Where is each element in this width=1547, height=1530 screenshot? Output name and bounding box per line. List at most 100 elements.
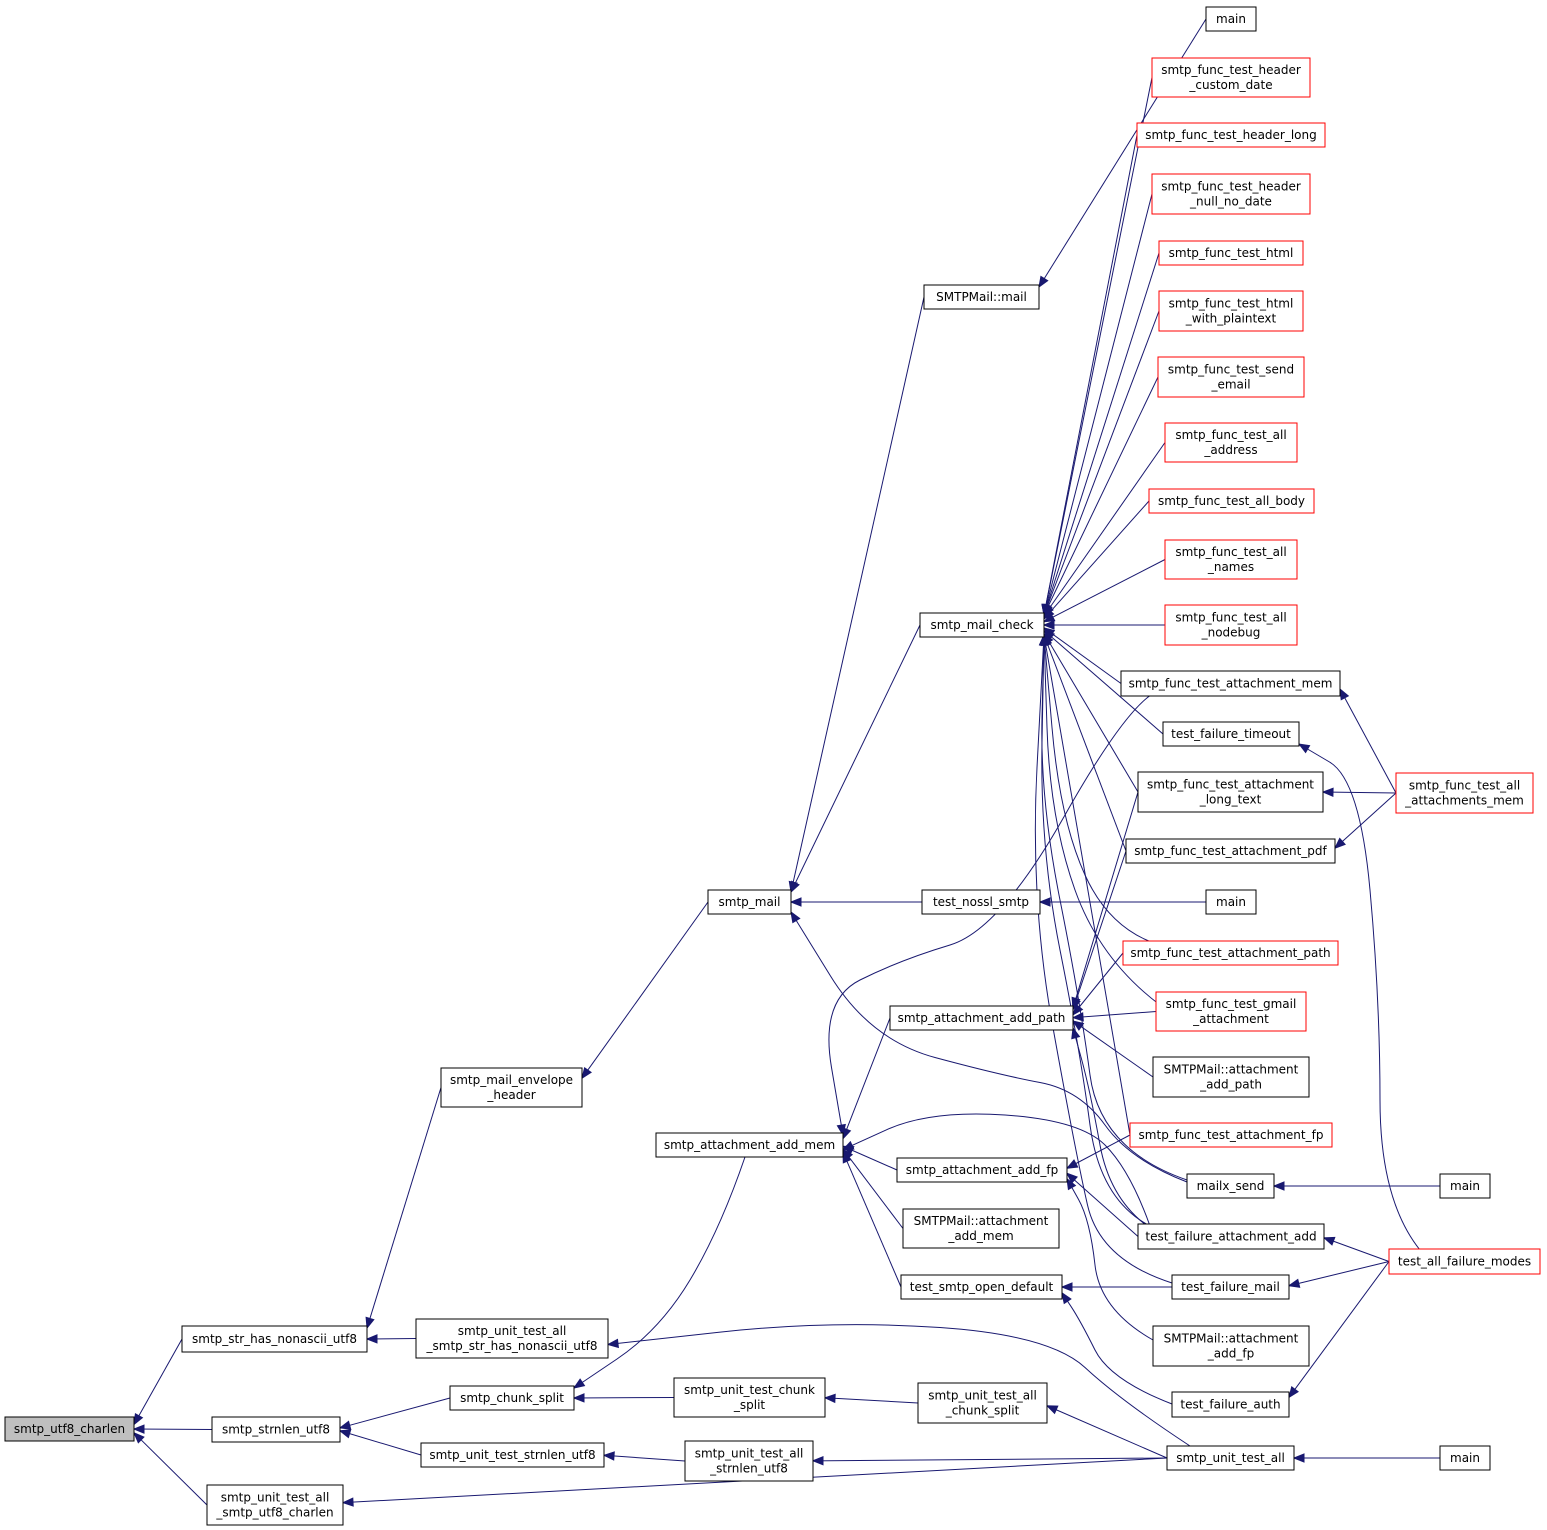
function-node-main2[interactable]: main bbox=[1205, 889, 1257, 915]
edge-n_fail_mail-n_all_fail bbox=[1287, 1261, 1390, 1288]
edge-n_ut_strnlen-n_uta_strnlen bbox=[602, 1451, 686, 1462]
function-node-ut-has[interactable]: smtp_unit_test_all_smtp_str_has_nonascii… bbox=[415, 1318, 609, 1359]
function-node-ut-strnlen[interactable]: smtp_unit_test_strnlen_utf8 bbox=[420, 1442, 605, 1468]
function-node-all-body[interactable]: smtp_func_test_all_body bbox=[1148, 488, 1315, 514]
function-node-cls-add-path[interactable]: SMTPMail::attachment_add_path bbox=[1152, 1056, 1310, 1098]
edge-line bbox=[1072, 1020, 1154, 1078]
edge-line bbox=[1043, 627, 1122, 684]
edge-line bbox=[1322, 791, 1397, 794]
function-node-smtp-mail[interactable]: smtp_mail bbox=[707, 889, 792, 915]
function-node-add-mem[interactable]: smtp_attachment_add_mem bbox=[655, 1132, 844, 1158]
function-node-open-default[interactable]: test_smtp_open_default bbox=[900, 1274, 1063, 1300]
node-label: test_failure_timeout bbox=[1171, 727, 1291, 741]
arrow-head-icon bbox=[1071, 1026, 1081, 1040]
node-box bbox=[1171, 1274, 1290, 1300]
node-label: smtp_func_test_html bbox=[1169, 246, 1294, 260]
function-node-gmail[interactable]: smtp_func_test_gmail_attachment bbox=[1155, 991, 1307, 1032]
function-node-all-names[interactable]: smtp_func_test_all_names bbox=[1164, 539, 1298, 580]
function-node-att-path[interactable]: smtp_func_test_attachment_path bbox=[1122, 940, 1339, 966]
node-label: smtp_mail_envelope bbox=[450, 1073, 573, 1087]
function-node-charlen[interactable]: smtp_utf8_charlen bbox=[4, 1416, 135, 1442]
function-node-cls-add-fp[interactable]: SMTPMail::attachment_add_fp bbox=[1152, 1325, 1310, 1367]
function-node-nossl[interactable]: test_nossl_smtp bbox=[921, 889, 1041, 915]
node-box bbox=[1388, 1248, 1541, 1275]
edge-line bbox=[1043, 559, 1166, 623]
arrow-head-icon bbox=[338, 1429, 352, 1439]
edge-line bbox=[1043, 634, 1127, 852]
node-label: main bbox=[1450, 1179, 1480, 1193]
function-node-hdr-null[interactable]: smtp_func_test_header_null_no_date bbox=[1151, 173, 1311, 215]
node-box bbox=[889, 1005, 1074, 1031]
function-node-html-plain[interactable]: smtp_func_test_html_with_plaintext bbox=[1158, 290, 1304, 332]
arrow-head-icon bbox=[1060, 1282, 1073, 1292]
edge-n_mail_check-n_hdr_custom bbox=[1041, 77, 1153, 617]
arrow-head-icon bbox=[836, 1123, 846, 1137]
edge-line bbox=[366, 1087, 442, 1329]
node-label: _address bbox=[1203, 443, 1257, 457]
arrow-head-icon bbox=[572, 1393, 585, 1403]
node-label: smtp_strnlen_utf8 bbox=[222, 1423, 330, 1437]
function-node-all-address[interactable]: smtp_func_test_all_address bbox=[1164, 422, 1298, 463]
node-box bbox=[900, 1274, 1063, 1300]
function-node-all-nodebug[interactable]: smtp_func_test_all_nodebug bbox=[1164, 604, 1298, 646]
edge-n_add_mem-n_cls_add_mem bbox=[842, 1148, 904, 1229]
function-node-mailx[interactable]: mailx_send bbox=[1186, 1173, 1275, 1199]
function-node-mail-check[interactable]: smtp_mail_check bbox=[919, 612, 1045, 638]
node-label: SMTPMail::attachment bbox=[1164, 1332, 1299, 1346]
node-label: smtp_str_has_nonascii_utf8 bbox=[192, 1332, 357, 1346]
arrow-head-icon bbox=[365, 1334, 378, 1344]
arrow-head-icon bbox=[1072, 1003, 1084, 1016]
function-node-send-email[interactable]: smtp_func_test_send_email bbox=[1157, 356, 1305, 398]
function-node-main3[interactable]: main bbox=[1439, 1173, 1491, 1199]
function-node-cls-add-mem[interactable]: SMTPMail::attachment_add_mem bbox=[902, 1208, 1060, 1249]
function-node-main1[interactable]: main bbox=[1205, 6, 1257, 32]
function-node-add-path[interactable]: smtp_attachment_add_path bbox=[889, 1005, 1074, 1031]
arrow-head-icon bbox=[133, 1413, 144, 1426]
function-node-uta-strnlen[interactable]: smtp_unit_test_all_strnlen_utf8 bbox=[684, 1440, 814, 1482]
function-node-strnlen[interactable]: smtp_strnlen_utf8 bbox=[211, 1416, 341, 1443]
edge-line bbox=[824, 1397, 919, 1404]
function-node-all-fail[interactable]: test_all_failure_modes bbox=[1388, 1248, 1541, 1275]
node-box bbox=[440, 1067, 583, 1108]
function-node-str-has[interactable]: smtp_str_has_nonascii_utf8 bbox=[181, 1325, 368, 1353]
function-node-hdr-custom[interactable]: smtp_func_test_header_custom_date bbox=[1151, 57, 1311, 98]
node-label: _attachments_mem bbox=[1404, 794, 1524, 808]
function-node-all-att-mem[interactable]: smtp_func_test_all_attachments_mem bbox=[1395, 772, 1534, 814]
function-node-fail-att-add[interactable]: test_failure_attachment_add bbox=[1137, 1223, 1325, 1250]
node-label: main bbox=[1216, 895, 1246, 909]
edge-line bbox=[1298, 743, 1421, 1251]
function-node-main4[interactable]: main bbox=[1439, 1445, 1491, 1471]
arrow-head-icon bbox=[365, 1316, 375, 1330]
node-label: smtp_unit_test_all bbox=[221, 1491, 330, 1505]
edge-n_ut_chunk-n_uta_chunk bbox=[823, 1393, 919, 1404]
edge-line bbox=[1043, 500, 1150, 620]
function-node-cls-mail[interactable]: SMTPMail::mail bbox=[923, 284, 1040, 310]
function-node-att-pdf[interactable]: smtp_func_test_attachment_pdf bbox=[1125, 838, 1336, 864]
function-node-uta-chunk[interactable]: smtp_unit_test_all_chunk_split bbox=[917, 1382, 1048, 1424]
node-label: _add_mem bbox=[947, 1229, 1013, 1243]
edge-n_add_path-n_att_pdf bbox=[1071, 850, 1127, 1011]
function-node-att-long[interactable]: smtp_func_test_attachment_long_text bbox=[1137, 771, 1324, 813]
node-box bbox=[1155, 991, 1307, 1032]
function-node-html[interactable]: smtp_func_test_html bbox=[1158, 240, 1304, 266]
function-node-hdr-long[interactable]: smtp_func_test_header_long bbox=[1136, 122, 1326, 148]
function-node-add-fp[interactable]: smtp_attachment_add_fp bbox=[896, 1157, 1068, 1183]
node-label: smtp_chunk_split bbox=[460, 1391, 564, 1405]
node-label: test_smtp_open_default bbox=[910, 1280, 1054, 1294]
edge-n_mail_check-n_html_plain bbox=[1043, 310, 1160, 617]
edge-n_fail_att_add-n_all_fail bbox=[1322, 1236, 1390, 1262]
arrow-head-icon bbox=[1065, 1159, 1079, 1169]
function-node-fail-mail[interactable]: test_failure_mail bbox=[1171, 1274, 1290, 1300]
function-node-ut-chunk[interactable]: smtp_unit_test_chunk_split bbox=[673, 1377, 826, 1418]
function-node-envelope[interactable]: smtp_mail_envelope_header bbox=[440, 1067, 583, 1108]
function-node-chunk[interactable]: smtp_chunk_split bbox=[449, 1385, 575, 1411]
function-node-ut-all[interactable]: smtp_unit_test_all bbox=[1166, 1445, 1295, 1471]
function-node-ut-charlen[interactable]: smtp_unit_test_all_smtp_utf8_charlen bbox=[206, 1484, 344, 1526]
node-box bbox=[902, 1208, 1060, 1249]
function-node-att-mem[interactable]: smtp_func_test_attachment_mem bbox=[1120, 670, 1341, 697]
function-node-fail-timeout[interactable]: test_failure_timeout bbox=[1162, 721, 1300, 747]
function-node-fail-auth[interactable]: test_failure_auth bbox=[1171, 1391, 1290, 1418]
function-node-att-fp[interactable]: smtp_func_test_attachment_fp bbox=[1129, 1122, 1333, 1148]
edge-line bbox=[842, 1017, 891, 1139]
